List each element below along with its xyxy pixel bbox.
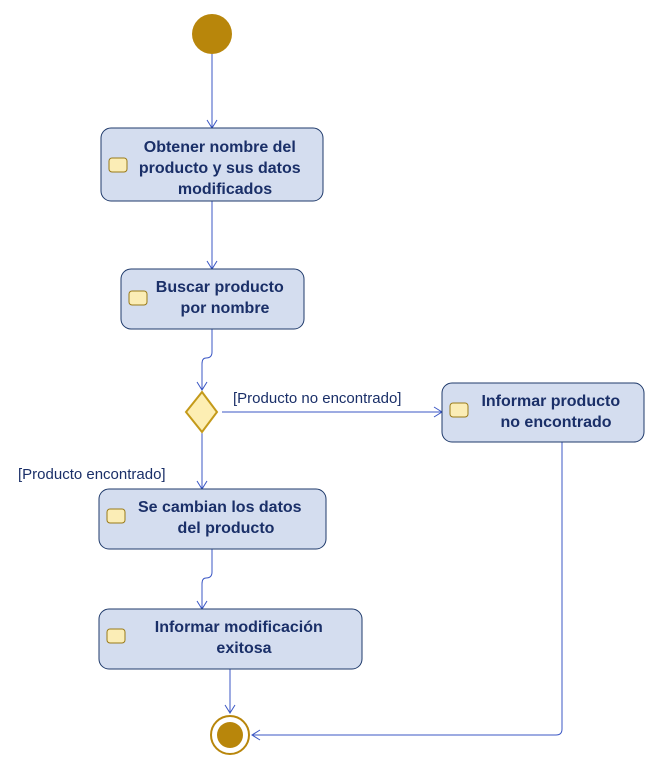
action-buscar: Buscar producto por nombre (120, 268, 305, 330)
svg-text:Se cambian los datos del: Se cambian los datos del producto (138, 499, 306, 537)
edges (196, 54, 563, 741)
edge-cambiar-to-informar-mod (201, 549, 213, 609)
svg-text:Obtener nombre del produ: Obtener nombre del producto y sus datos … (139, 139, 305, 198)
action-icon (106, 508, 126, 524)
action-icon (106, 628, 126, 644)
guard-producto-encontrado: [Producto encontrado] (18, 466, 166, 483)
svg-text:Informar producto no enc: Informar producto no encontrado (481, 393, 624, 431)
final-node (210, 715, 250, 755)
svg-text:Buscar producto por nomb: Buscar producto por nombre (156, 279, 288, 317)
action-obtener: Obtener nombre del producto y sus datos … (100, 127, 324, 202)
edge-buscar-to-decision (201, 329, 213, 390)
action-icon (128, 290, 148, 306)
edge-informar-no-to-final (252, 442, 563, 736)
svg-text:Informar modificación ex: Informar modificación exitosa (155, 619, 327, 657)
action-informar-modificacion: Informar modificación exitosa (98, 608, 363, 670)
decision-node (184, 390, 219, 434)
action-icon (449, 402, 469, 418)
action-cambiar-datos: Se cambian los datos del producto (98, 488, 327, 550)
action-informar-no-encontrado: Informar producto no encontrado (441, 382, 645, 443)
guard-producto-no-encontrado: [Producto no encontrado] (233, 390, 401, 407)
initial-node (192, 14, 232, 54)
action-icon (108, 157, 128, 173)
